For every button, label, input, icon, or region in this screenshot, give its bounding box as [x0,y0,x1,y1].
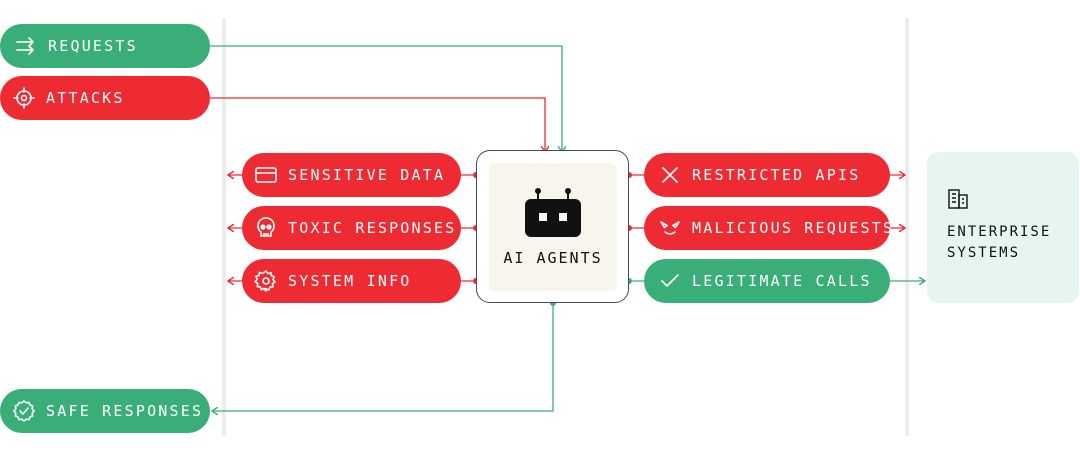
robot-icon [525,188,581,237]
evil-face-icon [658,216,682,240]
enterprise-systems-label: ENTERPRISE SYSTEMS [947,224,1052,261]
check-icon [658,269,682,293]
arrows-icon [14,34,38,58]
building-icon [948,189,968,209]
ai-agents-panel: AI AGENTS [489,163,617,291]
attacks-pill: ATTACKS [0,76,210,120]
attacks-label: ATTACKS [46,89,125,107]
ai-agents-box: AI AGENTS [476,150,629,303]
legitimate-calls-pill: LEGITIMATE CALLS [644,259,890,303]
restricted-apis-pill: RESTRICTED APIS [644,153,890,197]
toxic-responses-label: TOXIC RESPONSES [288,219,457,237]
x-icon [658,163,682,187]
requests-connector [210,45,562,152]
malicious-requests-pill: MALICIOUS REQUESTS [644,206,892,250]
requests-pill: REQUESTS [0,24,210,68]
skull-icon [254,216,278,240]
gear-icon [254,269,278,293]
credit-card-icon [254,163,278,187]
toxic-responses-pill: TOXIC RESPONSES [242,206,461,250]
malicious-requests-label: MALICIOUS REQUESTS [692,219,895,237]
sensitive-data-label: SENSITIVE DATA [288,166,446,184]
enterprise-systems-box: ENTERPRISE SYSTEMS [927,152,1079,303]
requests-label: REQUESTS [48,37,138,55]
safe-responses-connector [212,303,554,411]
system-info-label: SYSTEM INFO [288,272,412,290]
ai-agents-label: AI AGENTS [503,249,603,267]
safe-responses-label: SAFE RESPONSES [46,402,204,420]
sensitive-data-pill: SENSITIVE DATA [242,153,461,197]
legitimate-calls-label: LEGITIMATE CALLS [692,272,872,290]
target-icon [12,86,36,110]
safe-responses-pill: SAFE RESPONSES [0,389,210,433]
attacks-connector [210,97,545,152]
boundary-line-right [905,18,909,436]
badge-check-icon [12,399,36,423]
restricted-apis-label: RESTRICTED APIS [692,166,861,184]
boundary-line-left [222,18,226,436]
system-info-pill: SYSTEM INFO [242,259,461,303]
